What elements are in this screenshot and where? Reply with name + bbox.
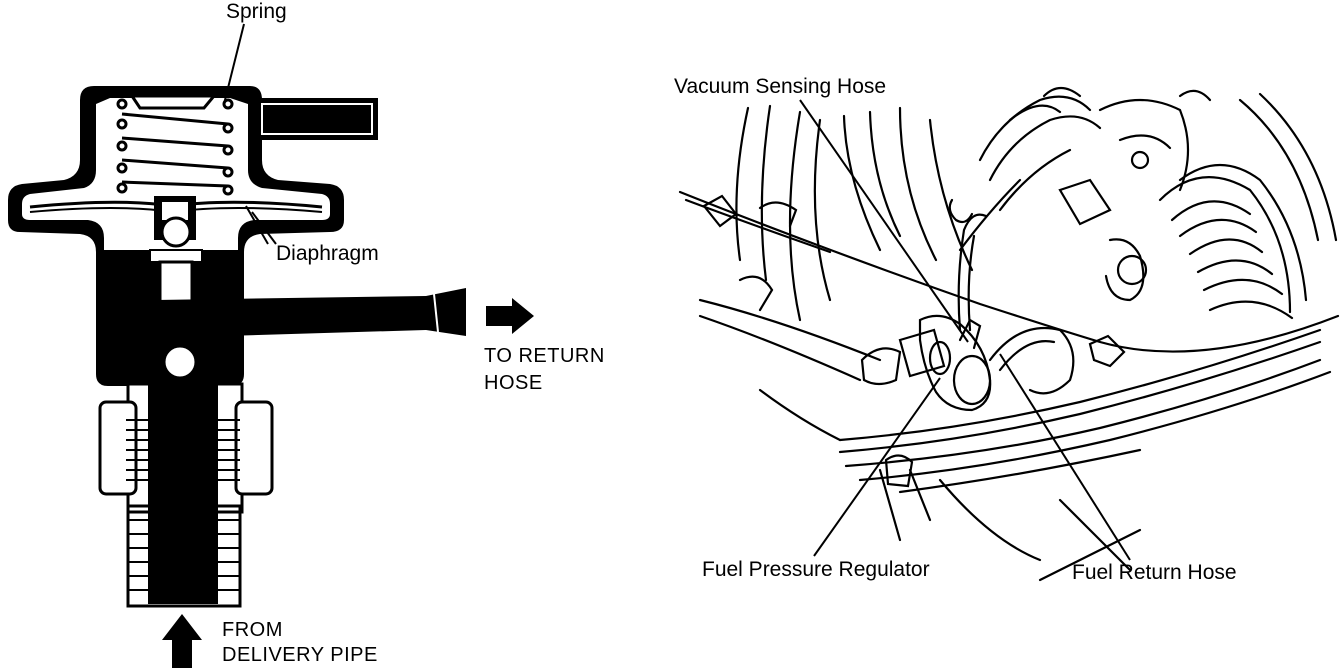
spring-label: Spring xyxy=(226,0,287,23)
from-delivery-label-line1: FROM xyxy=(222,619,283,641)
vacuum-hose-label: Vacuum Sensing Hose xyxy=(674,75,887,98)
vacuum-hose-leader xyxy=(799,99,969,343)
up-arrow-icon xyxy=(162,614,202,668)
to-return-label-line2: HOSE xyxy=(484,372,543,394)
from-delivery-label-line2: DELIVERY PIPE xyxy=(222,644,378,666)
diaphragm-leader xyxy=(245,205,269,245)
right-arrow-icon xyxy=(486,298,534,334)
return-hose xyxy=(988,326,1075,395)
fuel-pressure-regulator-label: Fuel Pressure Regulator xyxy=(702,558,930,581)
air-intake-duct xyxy=(1178,163,1308,302)
left-connector xyxy=(702,194,738,228)
return-hose-leader xyxy=(999,353,1131,561)
to-return-label-line1: TO RETURN xyxy=(484,345,605,367)
right-connector xyxy=(1088,334,1126,368)
spring-leader xyxy=(223,23,245,105)
regulator-body xyxy=(918,314,992,412)
regulator-leader xyxy=(813,377,941,557)
delivery-pipe xyxy=(148,350,218,604)
return-outlet-tube xyxy=(156,288,466,338)
diaphragm-label: Diaphragm xyxy=(276,242,379,265)
valve-ball xyxy=(160,216,192,248)
regulator-cross-section xyxy=(8,23,534,668)
vacuum-sensing-hose xyxy=(957,213,988,332)
spring-coils xyxy=(116,98,234,196)
fuel-return-hose-label: Fuel Return Hose xyxy=(1072,561,1237,584)
